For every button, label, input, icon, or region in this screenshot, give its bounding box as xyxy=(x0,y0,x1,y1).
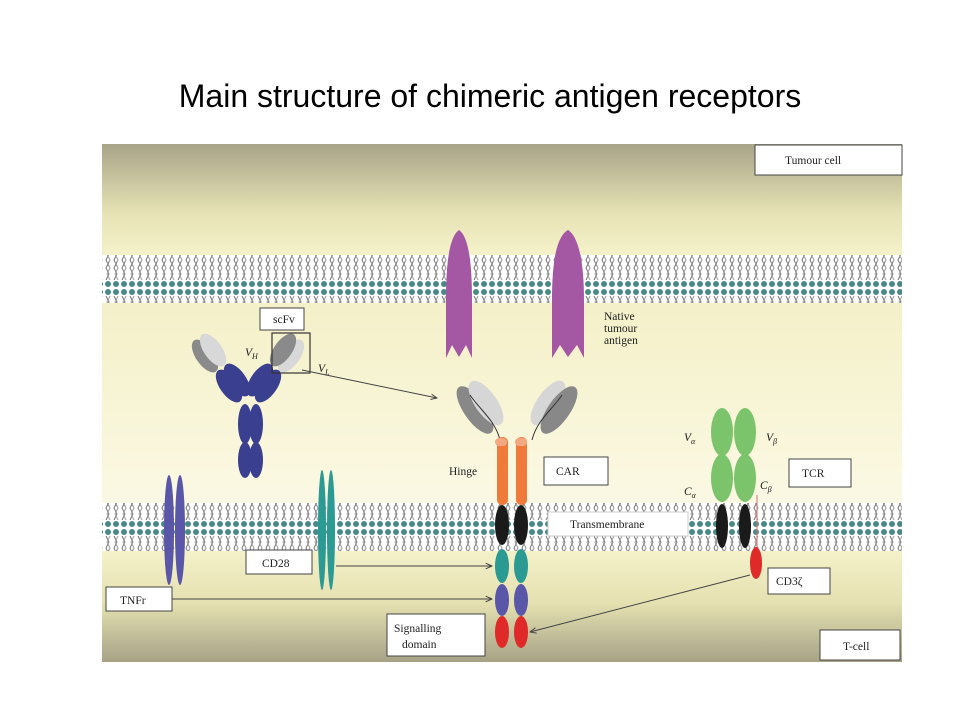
native-tumour-antigen-left xyxy=(446,230,472,358)
vl-label: VL xyxy=(318,363,330,377)
v-alpha-label: Vα xyxy=(684,432,696,446)
cd28-receptor xyxy=(318,470,335,590)
cd3z-label: CD3ζ xyxy=(776,576,803,588)
cd3z-arrow xyxy=(530,574,751,632)
tcr-receptor xyxy=(711,408,762,579)
scfv-label: scFv xyxy=(273,314,295,326)
c-beta-label: Cβ xyxy=(760,480,772,494)
native-antigen-label-1: Native xyxy=(604,311,635,323)
hinge-label: Hinge xyxy=(449,466,477,478)
cd28-label: CD28 xyxy=(262,558,290,570)
signalling-label-1: Signalling xyxy=(394,623,442,635)
car-receptor xyxy=(456,380,578,648)
v-beta-label: Vβ xyxy=(766,432,777,446)
native-antigen-label-2: tumour xyxy=(604,323,637,335)
slide-title: Main structure of chimeric antigen recep… xyxy=(178,78,802,114)
transmembrane-label: Transmembrane xyxy=(570,519,644,531)
tumour-membrane xyxy=(102,255,902,303)
native-antigen-label-3: antigen xyxy=(604,335,638,347)
tcr-label: TCR xyxy=(802,468,825,480)
tumour-cell-label: Tumour cell xyxy=(785,155,841,167)
signalling-label-2: domain xyxy=(402,639,437,651)
vh-label: VH xyxy=(245,347,259,361)
native-tumour-antigen-right xyxy=(552,230,584,358)
car-label: CAR xyxy=(556,466,580,478)
antibody xyxy=(191,333,305,478)
tnfr-receptor xyxy=(164,475,185,585)
c-alpha-label: Cα xyxy=(684,486,697,500)
scfv-box xyxy=(271,332,311,374)
tnfr-label: TNFr xyxy=(120,595,146,607)
scfv-arrow xyxy=(301,369,437,398)
t-cell-label: T-cell xyxy=(843,641,869,653)
